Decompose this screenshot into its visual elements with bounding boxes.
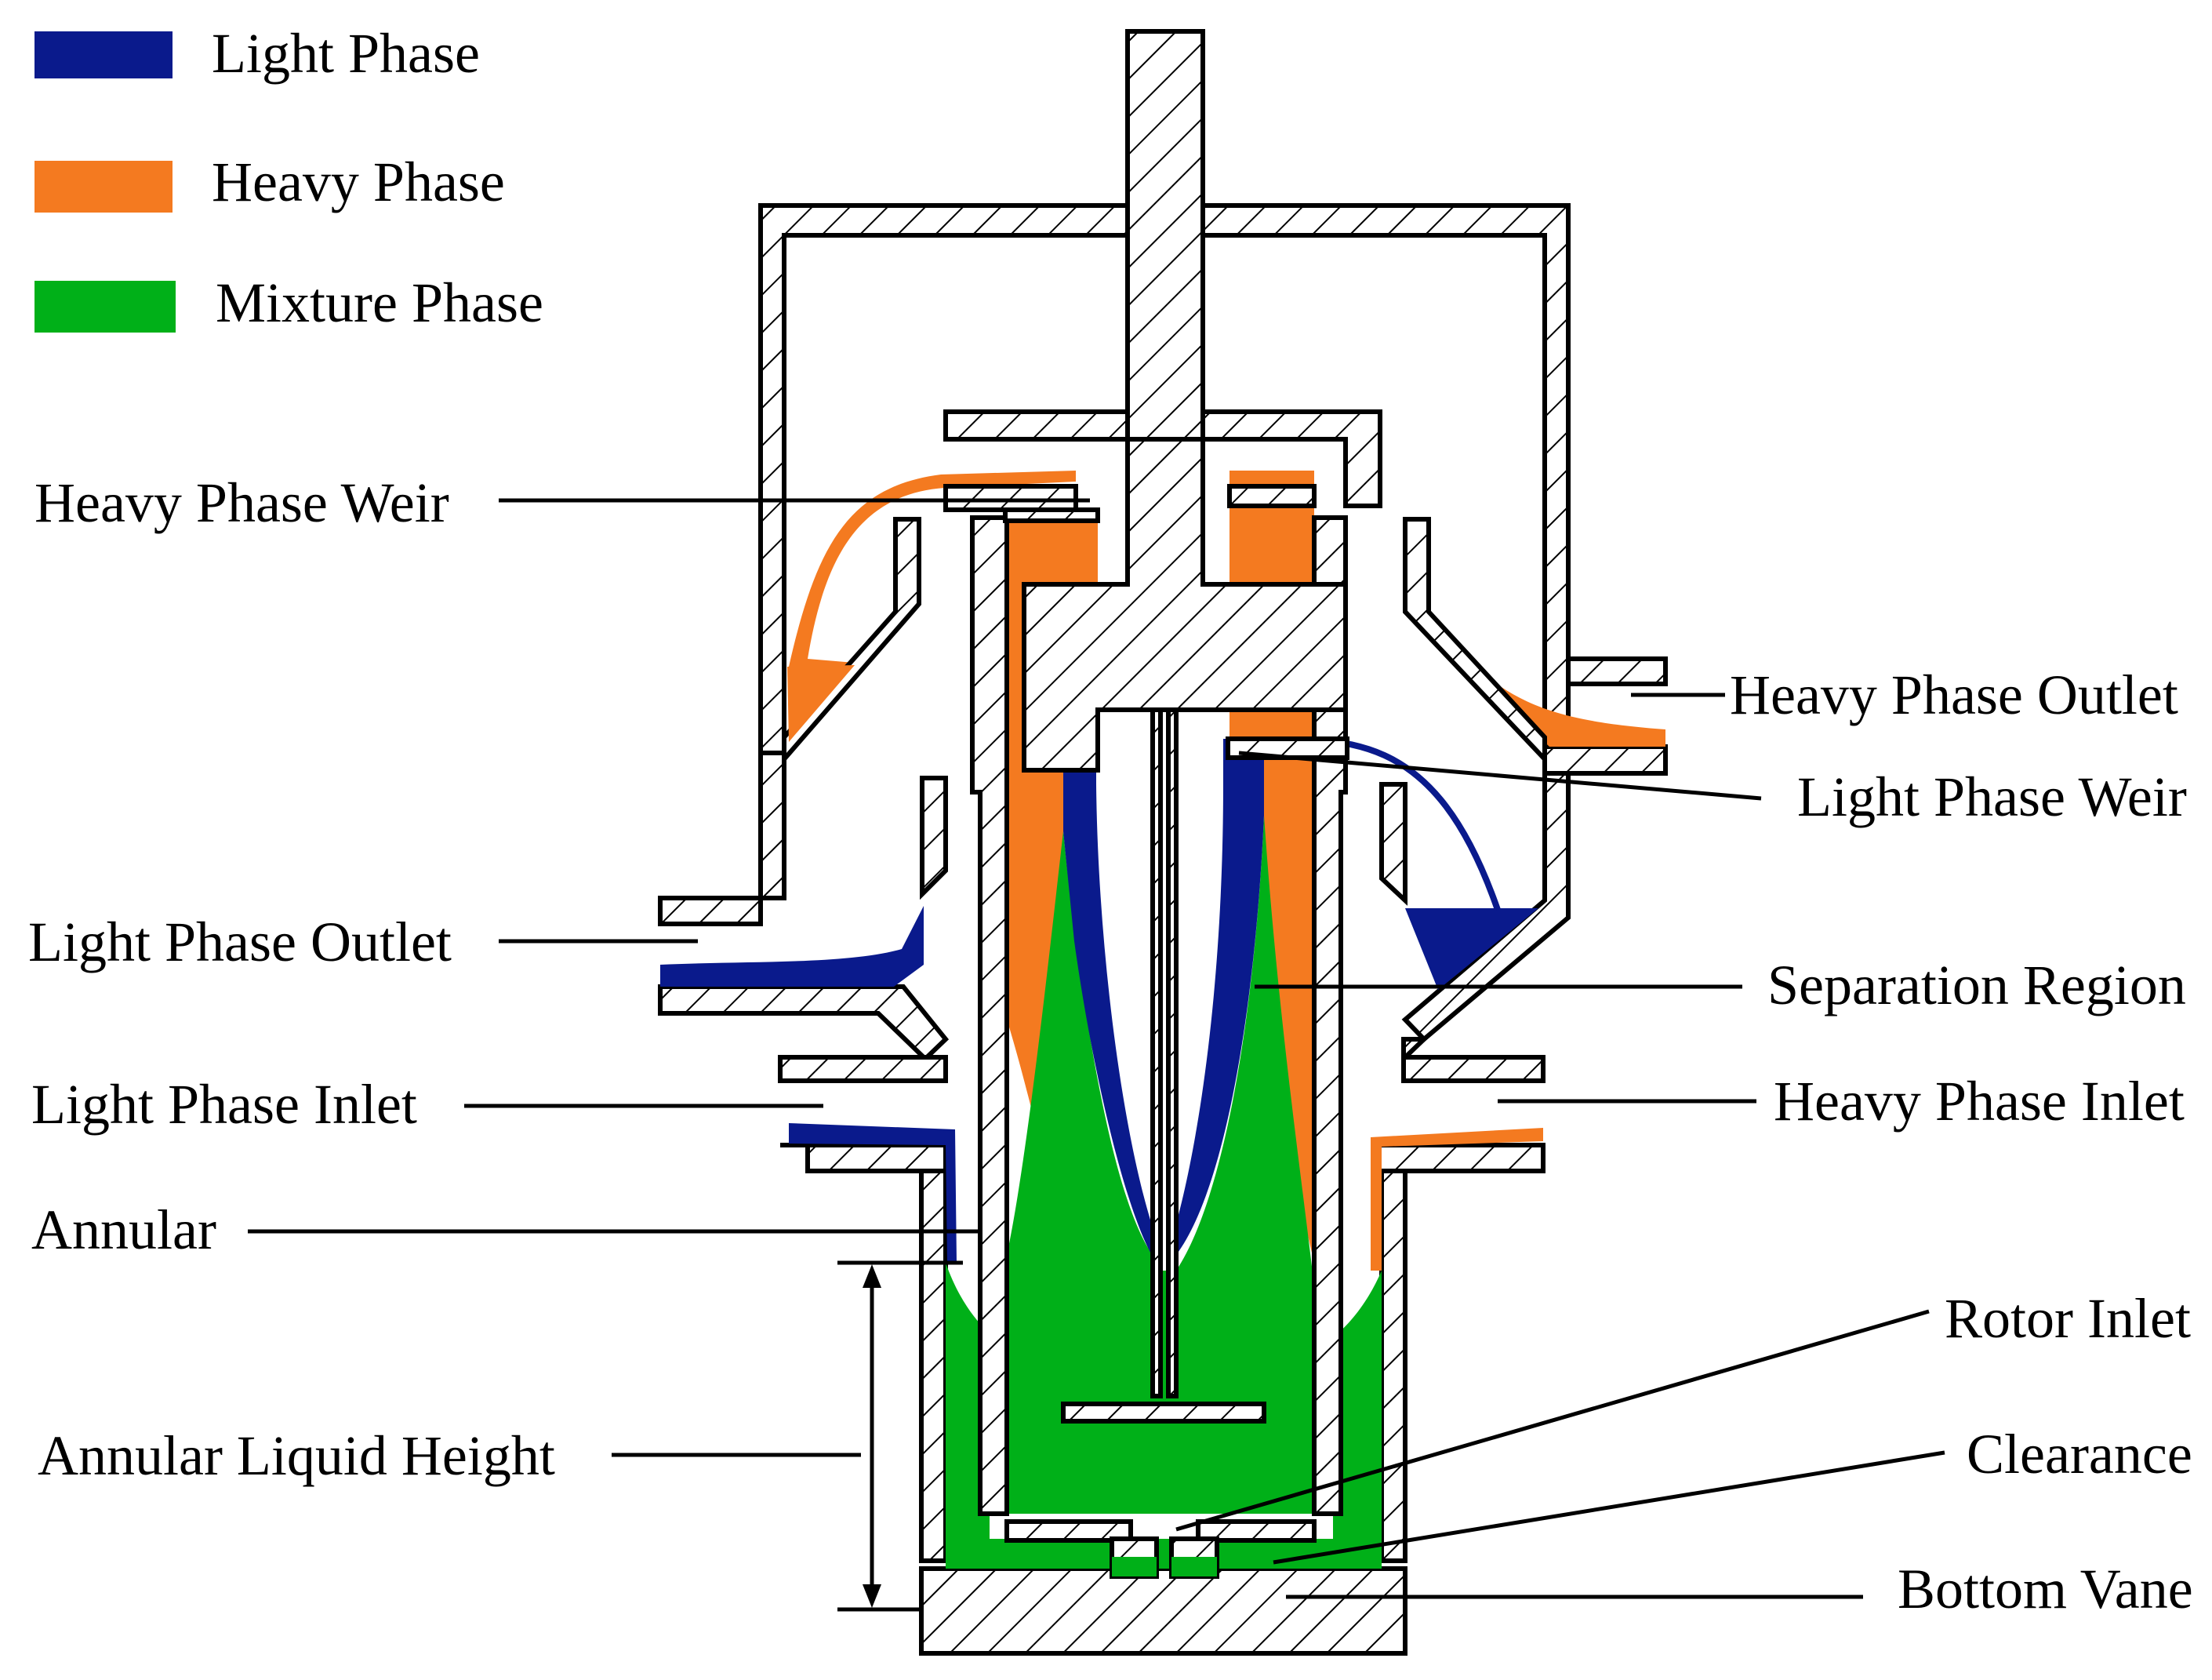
label-heavy-phase-outlet: Heavy Phase Outlet xyxy=(1730,664,2178,726)
light-collector-right-lower xyxy=(1379,782,1407,906)
annular-liquid-height-dimension xyxy=(837,1260,963,1612)
light-phase-left-outlet-flow xyxy=(660,906,924,987)
legend-item-mixture-phase: Mixture Phase xyxy=(35,271,543,334)
legend-label-light-phase: Light Phase xyxy=(212,22,480,85)
label-bottom-vane: Bottom Vane xyxy=(1898,1558,2193,1620)
legend-item-heavy-phase: Heavy Phase xyxy=(35,151,505,213)
light-phase-right-collector xyxy=(1405,908,1538,990)
heavy-collector-left xyxy=(782,517,921,766)
housing-left-lower-wall xyxy=(658,751,786,926)
leader-rotor-inlet xyxy=(1175,1309,1930,1532)
dimension-arrow-top xyxy=(863,1264,881,1288)
light-collector-right xyxy=(1403,517,1547,765)
legend-label-mixture-phase: Mixture Phase xyxy=(216,271,543,334)
rotor xyxy=(782,409,1547,1579)
housing-right-outlet-bottom xyxy=(1542,744,1668,776)
labels: Heavy Phase Weir Light Phase Outlet Ligh… xyxy=(28,471,2193,1620)
outer-housing xyxy=(658,203,1668,1656)
legend-label-heavy-phase: Heavy Phase xyxy=(212,151,505,213)
bottom-vane-mixture xyxy=(1112,1557,1217,1576)
rotor-light-right xyxy=(1176,739,1264,1255)
light-collector-left xyxy=(920,776,948,900)
dimension-arrow-bottom xyxy=(863,1584,881,1608)
label-separation-region: Separation Region xyxy=(1767,954,2186,1016)
heavy-weir-right xyxy=(1227,484,1317,508)
heavy-phase-right-outlet-flow xyxy=(1474,667,1665,747)
heavy-phase-inlet-flow xyxy=(1371,1128,1543,1271)
heavy-phase-swatch xyxy=(35,161,173,213)
leader-light-phase-weir xyxy=(1238,751,1762,801)
housing-left-outlet-bottom xyxy=(658,984,950,1063)
legend-item-light-phase: Light Phase xyxy=(35,22,480,85)
drive-shaft xyxy=(1125,29,1205,442)
label-light-phase-outlet: Light Phase Outlet xyxy=(28,911,452,973)
rotor-inner-disc xyxy=(1061,1402,1266,1424)
legend: Light Phase Heavy Phase Mixture Phase xyxy=(35,22,543,334)
rotor-hub xyxy=(1022,437,1348,773)
label-light-phase-weir: Light Phase Weir xyxy=(1797,765,2187,828)
leader-clearance xyxy=(1273,1450,1945,1565)
label-heavy-phase-weir: Heavy Phase Weir xyxy=(35,471,449,534)
light-phase-inlet-flow xyxy=(789,1123,957,1263)
heavy-phase-weir-plate xyxy=(943,484,1078,512)
rotor-right-wall xyxy=(1312,515,1348,1516)
housing-light-inlet-top xyxy=(778,1055,948,1083)
housing-light-inlet-bottom xyxy=(780,1143,948,1173)
label-annular: Annular xyxy=(31,1198,216,1261)
label-light-phase-inlet: Light Phase Inlet xyxy=(31,1073,417,1136)
mixture-phase-swatch xyxy=(35,281,176,333)
bottom-mixture-pool xyxy=(946,1539,1382,1569)
label-heavy-phase-inlet: Heavy Phase Inlet xyxy=(1774,1070,2185,1133)
rotor-central-tube-left xyxy=(1150,707,1163,1398)
label-rotor-inlet: Rotor Inlet xyxy=(1945,1287,2191,1350)
housing-heavy-inlet-bottom xyxy=(1371,1143,1545,1173)
label-annular-liquid-height: Annular Liquid Height xyxy=(38,1424,555,1487)
rotor-light-left xyxy=(1063,733,1157,1263)
heavy-collector-left-fill xyxy=(787,665,855,742)
housing-bottom-right xyxy=(1379,1169,1407,1563)
label-clearance: Clearance xyxy=(1967,1423,2192,1485)
rotor-central-tube-right xyxy=(1166,707,1179,1398)
rotor-mixture xyxy=(1007,816,1314,1514)
housing-heavy-inlet-top xyxy=(1401,1055,1545,1083)
leader-lines xyxy=(248,498,1945,1599)
housing-base xyxy=(919,1566,1407,1656)
light-phase-swatch xyxy=(35,31,173,78)
rotor-bottom-plate-right xyxy=(1196,1519,1317,1543)
housing-right-lower-wall xyxy=(1401,771,1571,1043)
housing-right-outlet-top xyxy=(1566,656,1668,686)
rotor-top-plate xyxy=(943,409,1130,442)
